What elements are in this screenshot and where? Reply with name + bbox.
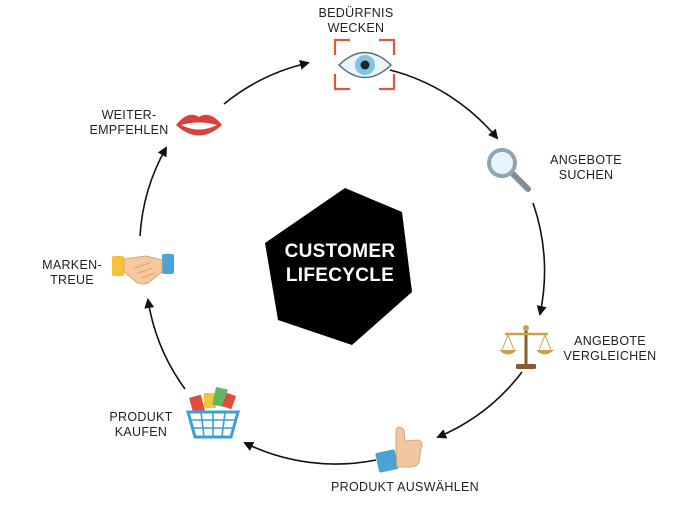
stage-label-produkt-auswaehlen: PRODUKT AUSWÄHLEN (320, 480, 490, 495)
arrow-kaufen-to-treue (144, 298, 186, 390)
arrow-auswaehlen-to-kaufen (243, 442, 377, 465)
arrow-suchen-to-vergleichen (532, 202, 547, 316)
arrow-treue-to-empfehlen (139, 146, 167, 237)
stage-label-line: WEITER- (101, 108, 157, 122)
scales-icon (499, 325, 554, 369)
stage-label-line: MARKEN- (42, 258, 102, 272)
stage-label-weiterempfehlen: WEITER- EMPFEHLEN (86, 108, 172, 138)
shopping-basket-icon (186, 386, 240, 439)
stage-label-line: SUCHEN (558, 168, 614, 182)
magnifier-icon (487, 148, 531, 192)
stage-label-line: TREUE (50, 273, 94, 287)
stage-label-line: ANGEBOTE (550, 153, 622, 167)
stage-label-line: PRODUKT (109, 410, 173, 424)
stage-label-beduerfnis-wecken: BEDÜRFNIS WECKEN (306, 6, 406, 36)
arrow-vergleichen-to-auswaehlen (436, 371, 523, 439)
stage-label-line: KAUFEN (114, 425, 168, 439)
center-title-line1: CUSTOMER (284, 241, 396, 262)
stage-label-line: VERGLEICHEN (563, 349, 657, 363)
arrow-empfehlen-to-wecken (223, 59, 310, 105)
stage-label-line: PRODUKT AUSWÄHLEN (331, 480, 479, 494)
stage-label-markentreue: MARKEN- TREUE (34, 258, 110, 288)
stage-label-produkt-kaufen: PRODUKT KAUFEN (100, 410, 182, 440)
stage-label-angebote-suchen: ANGEBOTE SUCHEN (536, 153, 636, 183)
center-hexagon (265, 188, 412, 345)
handshake-icon (112, 254, 174, 285)
stage-label-line: ANGEBOTE (574, 334, 646, 348)
eye-icon (333, 38, 396, 91)
stage-label-line: EMPFEHLEN (89, 123, 169, 137)
center-title: CUSTOMER LIFECYCLE (270, 240, 410, 288)
center-title-line2: LIFECYCLE (285, 265, 395, 286)
lips-icon (176, 114, 222, 136)
stage-label-line: WECKEN (327, 21, 385, 35)
stage-label-line: BEDÜRFNIS (318, 6, 394, 20)
arrow-wecken-to-suchen (389, 69, 499, 140)
thumbs-up-icon (375, 426, 423, 473)
stage-label-angebote-vergleichen: ANGEBOTE VERGLEICHEN (556, 334, 664, 364)
